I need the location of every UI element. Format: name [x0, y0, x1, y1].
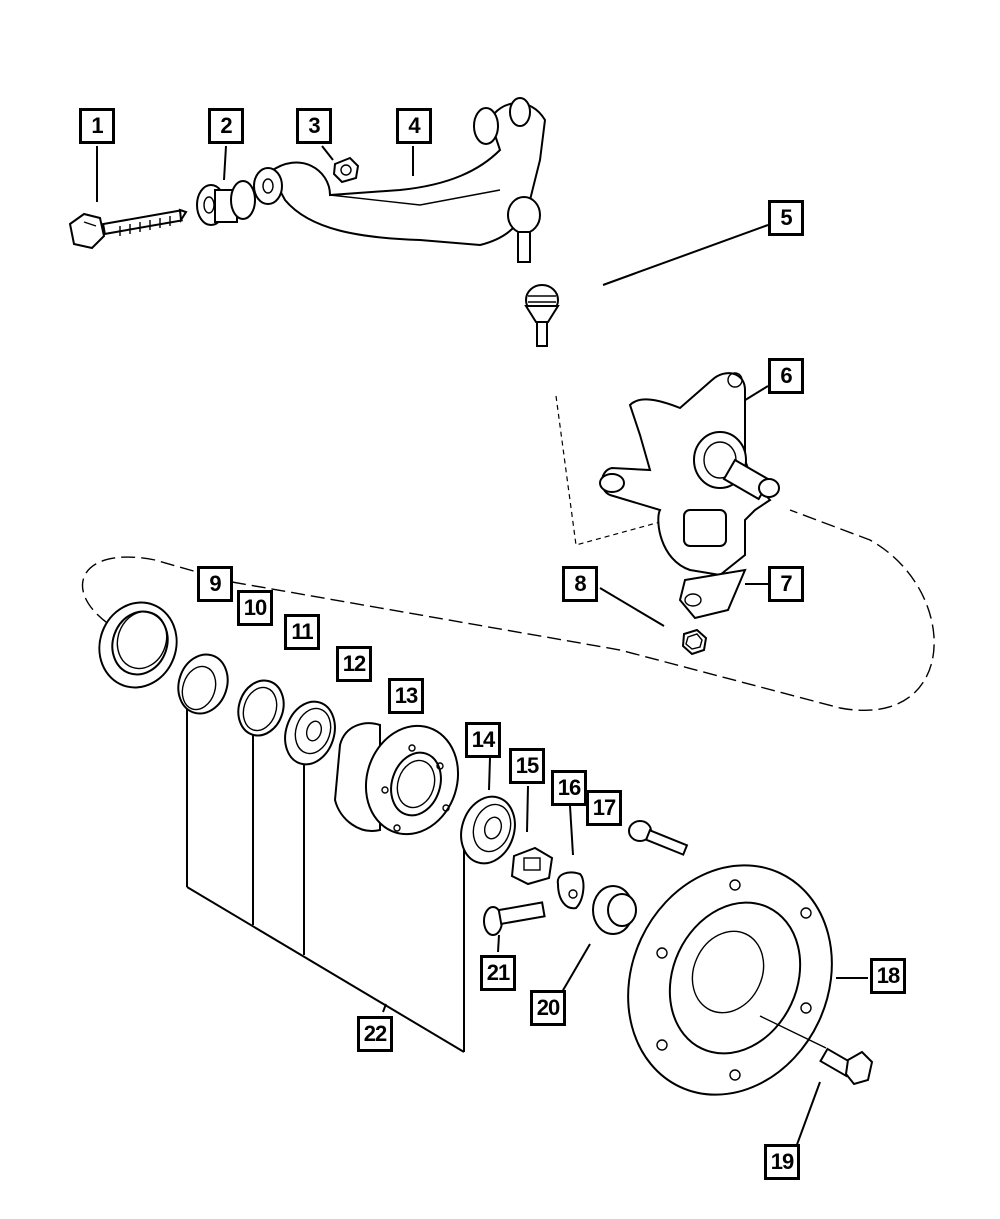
callout-6[interactable]: 6: [768, 358, 804, 394]
upper-control-arm-part-4: [253, 97, 547, 263]
callout-15[interactable]: 15: [509, 748, 545, 784]
seal-part-9: [98, 601, 178, 689]
steering-knuckle-part-6: [599, 372, 780, 577]
callout-18[interactable]: 18: [870, 958, 906, 994]
bearing-part-12: [284, 700, 336, 766]
callout-11[interactable]: 11: [284, 614, 320, 650]
ball-joint-part-5: [524, 284, 560, 347]
lock-part-16: [556, 871, 585, 910]
callout-8[interactable]: 8: [562, 566, 598, 602]
brake-rotor-part-18: [627, 864, 833, 1096]
callout-4[interactable]: 4: [396, 108, 432, 144]
hub-part-13: [333, 722, 460, 836]
callout-3[interactable]: 3: [296, 108, 332, 144]
bolt-part-19: [759, 1015, 874, 1086]
callout-5[interactable]: 5: [768, 200, 804, 236]
seal-part-10: [177, 653, 229, 715]
bearing-race-part-11: [237, 679, 285, 737]
bolt-part-17: [628, 820, 689, 856]
callout-14[interactable]: 14: [465, 722, 501, 758]
callout-9[interactable]: 9: [197, 566, 233, 602]
bearing-part-14: [460, 795, 516, 865]
leader-lines: [96, 145, 868, 1151]
callout-7[interactable]: 7: [768, 566, 804, 602]
callout-22[interactable]: 22: [357, 1016, 393, 1052]
nut-part-15: [510, 846, 554, 886]
callout-2[interactable]: 2: [208, 108, 244, 144]
callout-21[interactable]: 21: [480, 955, 516, 991]
nut-part-8: [681, 628, 708, 656]
callout-19[interactable]: 19: [764, 1144, 800, 1180]
grouping-dashed-lines: [81, 395, 935, 711]
callout-10[interactable]: 10: [237, 590, 273, 626]
callout-20[interactable]: 20: [530, 990, 566, 1026]
nut-part-3: [332, 156, 360, 184]
callout-17[interactable]: 17: [586, 790, 622, 826]
bolt-part-21: [483, 901, 546, 936]
bushing-part-2: [196, 180, 256, 226]
bolt-part-1: [68, 208, 188, 250]
callout-13[interactable]: 13: [388, 678, 424, 714]
callout-16[interactable]: 16: [551, 770, 587, 806]
bracket-part-7: [678, 568, 747, 620]
callout-12[interactable]: 12: [336, 646, 372, 682]
callout-1[interactable]: 1: [79, 108, 115, 144]
cap-part-20: [592, 885, 637, 935]
